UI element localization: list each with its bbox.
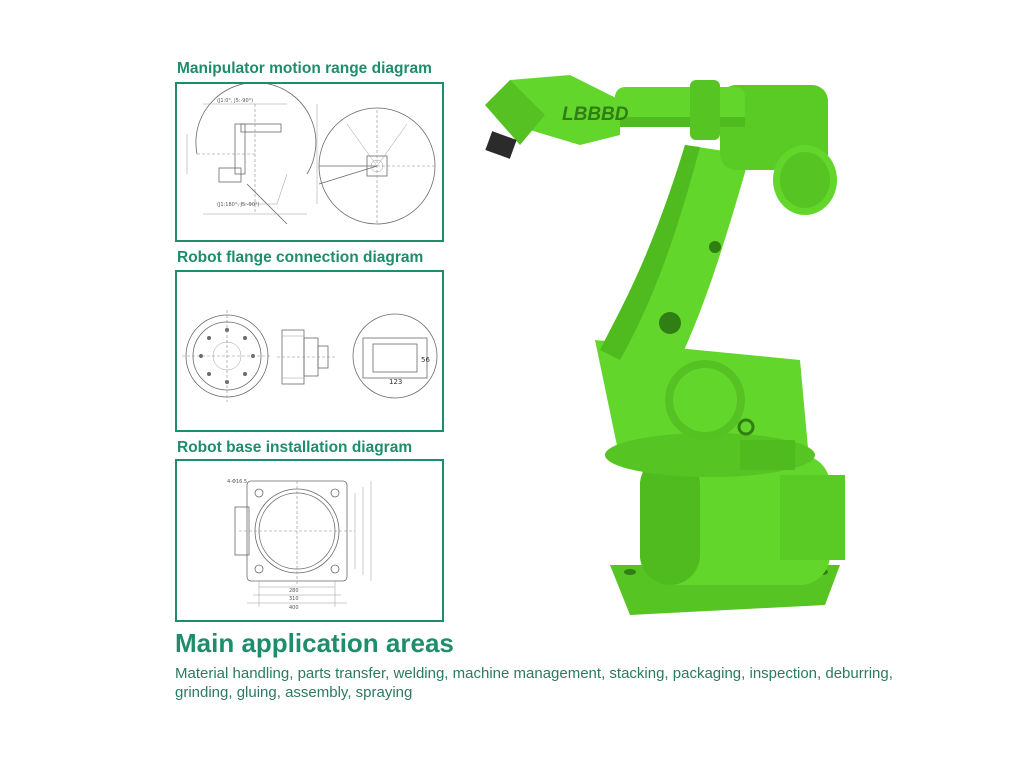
base-drawing: 280 310 400 4-Φ16.5 (227, 479, 372, 611)
base-holes-label: 4-Φ16.5 (227, 479, 247, 485)
robot-arm-image: LBBBD (485, 75, 845, 615)
base-dim-2: 310 (289, 596, 299, 602)
motion-range-title: Manipulator motion range diagram (177, 60, 432, 77)
base-installation-title: Robot base installation diagram (177, 439, 413, 456)
base-installation-diagram: 280 310 400 4-Φ16.5 (175, 459, 444, 622)
base-dim-3: 400 (289, 605, 299, 611)
application-list: Material handling, parts transfer, weldi… (175, 665, 893, 701)
flange-dim-width: 123 (389, 378, 402, 386)
motion-range-drawing: (J1:0°, J5:-90°) (J1:180°, J5:-90°) (186, 84, 436, 225)
flange-diagram: 56 123 (175, 270, 444, 432)
flange-dim-height: 56 (421, 356, 430, 364)
motion-range-diagram: (J1:0°, J5:-90°) (J1:180°, J5:-90°) (175, 82, 444, 242)
main-application-heading: Main application areas (175, 628, 454, 658)
svg-text:(J1:0°, J5:-90°): (J1:0°, J5:-90°) (217, 98, 253, 104)
flange-drawing: 56 123 (182, 310, 438, 402)
base-dim-1: 280 (289, 588, 299, 594)
flange-title: Robot flange connection diagram (177, 249, 424, 266)
robot-logo: LBBBD (562, 104, 629, 125)
svg-text:(J1:180°, J5:-90°): (J1:180°, J5:-90°) (217, 202, 260, 208)
